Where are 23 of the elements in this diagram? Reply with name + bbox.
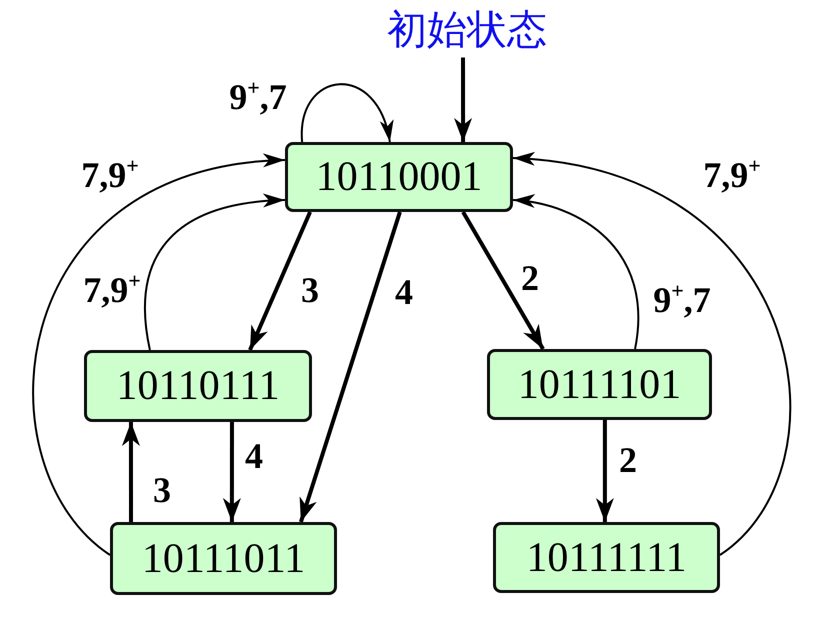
arrow [512, 154, 791, 556]
arrow [222, 422, 241, 522]
arrow [596, 420, 614, 522]
arrow [512, 195, 640, 350]
start-label: 初始状态 [387, 10, 547, 50]
arrow [454, 58, 472, 142]
state-box [493, 522, 720, 593]
state-box [487, 349, 712, 420]
arrow [32, 155, 286, 556]
state-box [285, 142, 513, 212]
arrow [122, 422, 140, 522]
state-box [110, 522, 337, 595]
state-code: 10111111 [526, 536, 687, 578]
arrow [301, 83, 392, 142]
arrow [144, 194, 286, 350]
arrow [248, 211, 312, 351]
state-code: 10111011 [142, 538, 306, 580]
state-code: 10110111 [116, 365, 280, 407]
arrow [461, 211, 545, 350]
arrow [299, 211, 402, 523]
state-box [84, 350, 312, 422]
state-code: 10111101 [518, 364, 682, 406]
state-code: 10110001 [316, 156, 482, 198]
